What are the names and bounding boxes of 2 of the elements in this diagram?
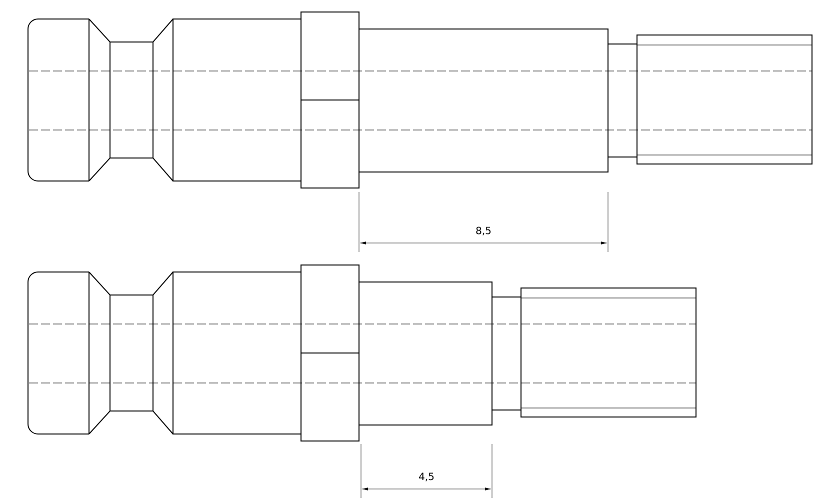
dimension-text: 8,5: [476, 226, 491, 236]
dimension-text: 4,5: [419, 472, 434, 482]
